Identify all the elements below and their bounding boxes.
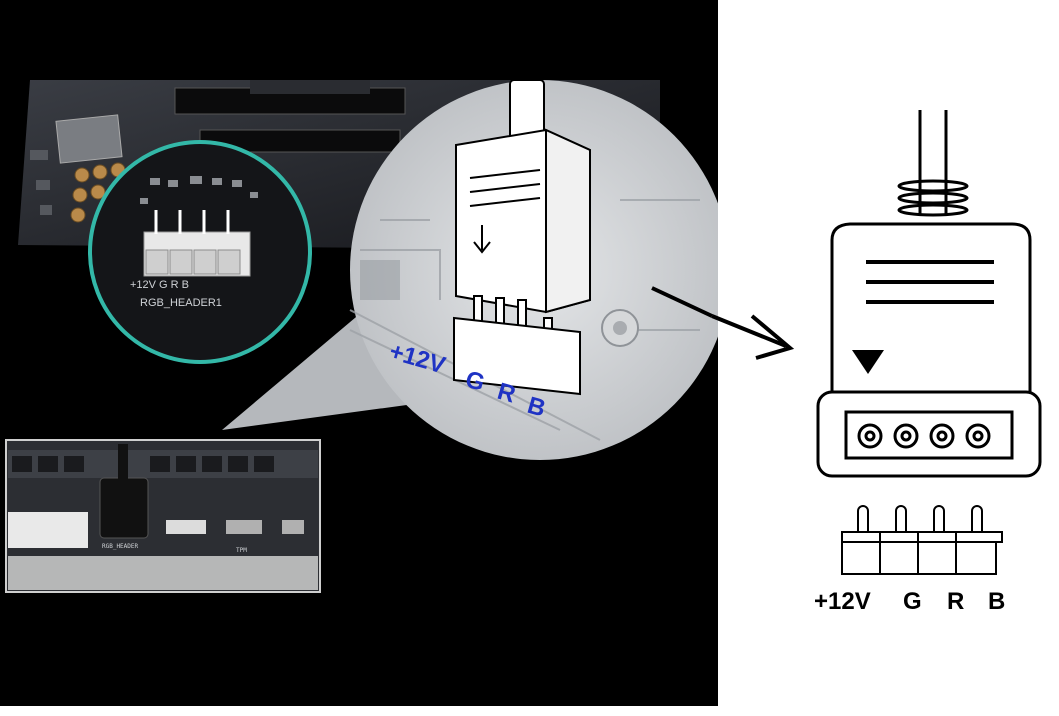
pin-label-b: B <box>988 588 1006 615</box>
pin-header-drawing <box>841 505 1003 575</box>
header-zoom-circle: +12V G R B RGB_HEADER1 <box>88 140 312 364</box>
bottom-photo-label-tpm: TPM <box>236 547 247 554</box>
connector-sockets <box>857 423 991 449</box>
bottom-photo-strip: RGB_HEADER TPM <box>5 439 321 593</box>
motherboard-photo-illustration: +12V G R B RGB_HEADER1 <box>5 79 730 593</box>
pin-label-g: G <box>903 588 922 615</box>
connector-cable <box>897 110 969 217</box>
pin-label-12v: +12V <box>814 588 871 615</box>
silkscreen-pin-text: +12V G R B <box>130 279 189 291</box>
pin-label-r: R <box>947 588 965 615</box>
callout-magnifier: +12V G R B <box>349 79 730 460</box>
bottom-photo-label-rgb: RGB_HEADER <box>102 543 139 550</box>
pointer-arrow <box>651 286 713 318</box>
connector-housing <box>816 222 1042 478</box>
arrow-head-icon <box>750 314 795 360</box>
motherboard-photo-panel: +12V G R B RGB_HEADER1 <box>0 0 730 706</box>
silkscreen-header-text: RGB_HEADER1 <box>140 297 222 309</box>
triangle-marker-icon <box>852 350 884 374</box>
